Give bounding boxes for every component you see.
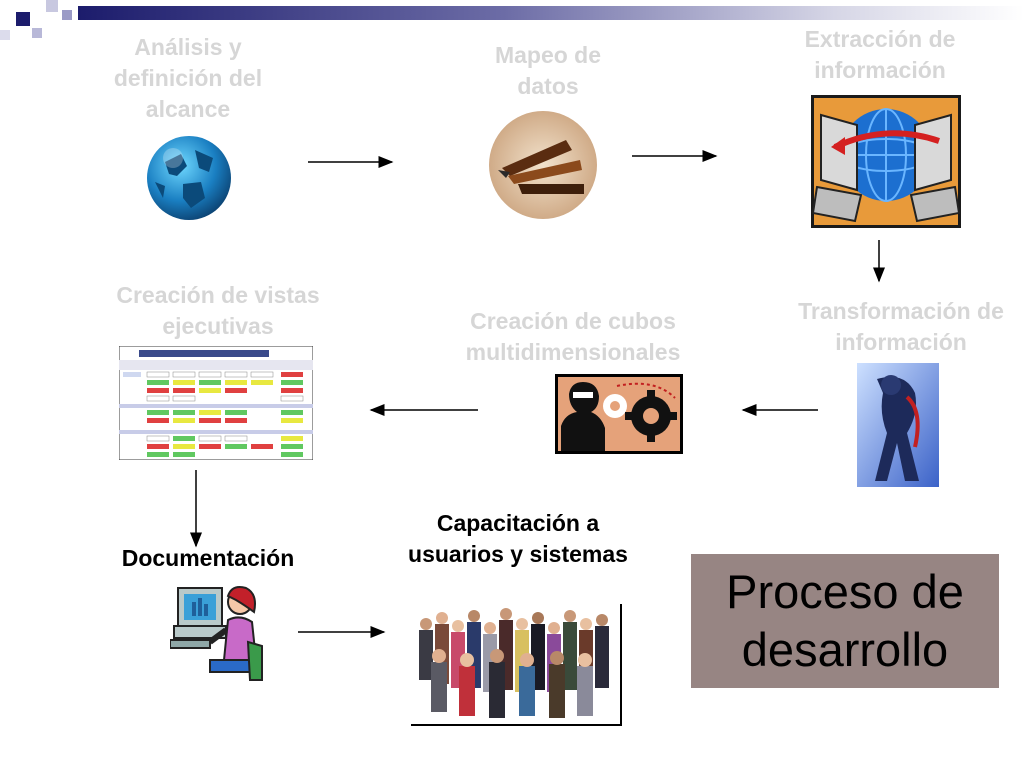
step-label-transformacion: Transformación de información <box>798 298 1004 355</box>
step-label-cubos: Creación de cubos multidimensionales <box>465 308 681 365</box>
step-label-alcance: Análisis y definición del alcance <box>113 34 263 122</box>
head-gears-icon <box>555 374 683 454</box>
top-gradient-bar <box>0 0 1024 46</box>
woman-computer-icon <box>170 586 263 681</box>
step-label-vistas: Creación de vistas ejecutivas <box>116 282 320 339</box>
computers-globe-icon <box>811 95 961 228</box>
step-label-extraccion: Extracción de información <box>804 26 956 83</box>
step-label-mapeo: Mapeo de datos <box>494 42 602 99</box>
globe-icon <box>147 136 231 220</box>
pens-photo-icon <box>489 111 597 219</box>
dashboard-table-icon <box>119 346 313 460</box>
step-label-capacitacion: Capacitación a usuarios y sistemas <box>408 510 628 567</box>
step-label-documentacion: Documentación <box>121 545 295 571</box>
crowd-photo-icon <box>411 604 623 726</box>
slide-title: Proceso de desarrollo <box>726 565 964 676</box>
bending-figure-icon <box>857 363 939 487</box>
slide-title-box: Proceso de desarrollo <box>691 554 999 688</box>
